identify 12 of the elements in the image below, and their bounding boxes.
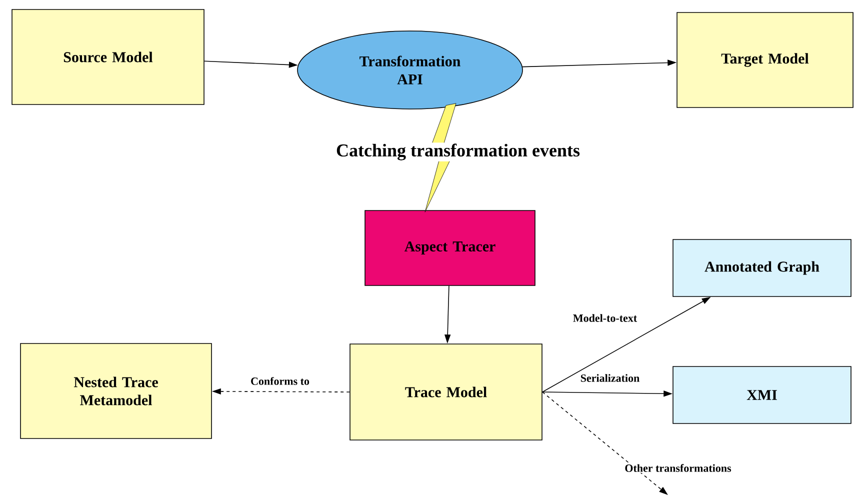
process-box: Nested Trace Metamodel (20, 343, 212, 439)
edge-label: Other transformations (624, 463, 732, 473)
process-box: Trace Model (350, 344, 542, 440)
process-box: Annotated Graph (672, 239, 852, 297)
edge-label: Serialization (579, 373, 641, 383)
edge-label: Conforms to (250, 376, 310, 386)
process-box: Target Model (676, 12, 854, 108)
edge-label: Model-to-text (572, 313, 638, 323)
tracer-box: Aspect Tracer (364, 210, 536, 286)
process-box: XMI (672, 366, 852, 424)
process-box: Source Model (12, 9, 204, 105)
edge-label: Catching transformation events (335, 142, 581, 162)
